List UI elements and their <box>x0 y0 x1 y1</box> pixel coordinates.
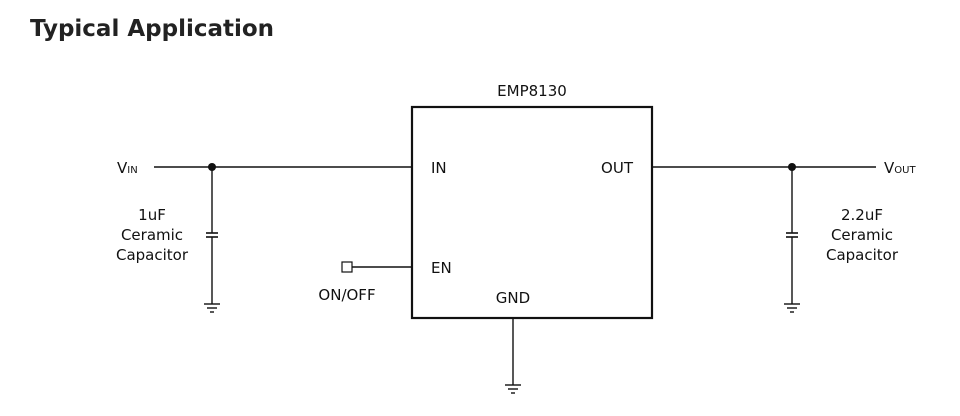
pin-out-label: OUT <box>601 159 634 177</box>
output-cap-kind: Capacitor <box>826 246 899 264</box>
pin-gnd-label: GND <box>496 289 530 307</box>
input-cap-value: 1uF <box>138 206 166 224</box>
output-cap-value: 2.2uF <box>841 206 883 224</box>
pin-in-label: IN <box>431 159 447 177</box>
ic-body <box>410 105 654 320</box>
input-ground-icon <box>204 303 220 313</box>
vin-label: VIN <box>117 159 138 177</box>
input-cap-kind: Capacitor <box>116 246 189 264</box>
output-ground-icon <box>784 303 800 313</box>
chip-name: EMP8130 <box>497 82 567 100</box>
output-junction-dot <box>788 163 796 171</box>
page-title: Typical Application <box>30 16 275 42</box>
enable-terminal-icon <box>341 261 353 273</box>
enable-label: ON/OFF <box>318 286 375 304</box>
pin-en-label: EN <box>431 259 452 277</box>
output-cap-type: Ceramic <box>831 226 893 244</box>
input-junction-dot <box>208 163 216 171</box>
input-cap-type: Ceramic <box>121 226 183 244</box>
vout-label: VOUT <box>884 159 916 177</box>
chip-ground-icon <box>505 384 521 394</box>
